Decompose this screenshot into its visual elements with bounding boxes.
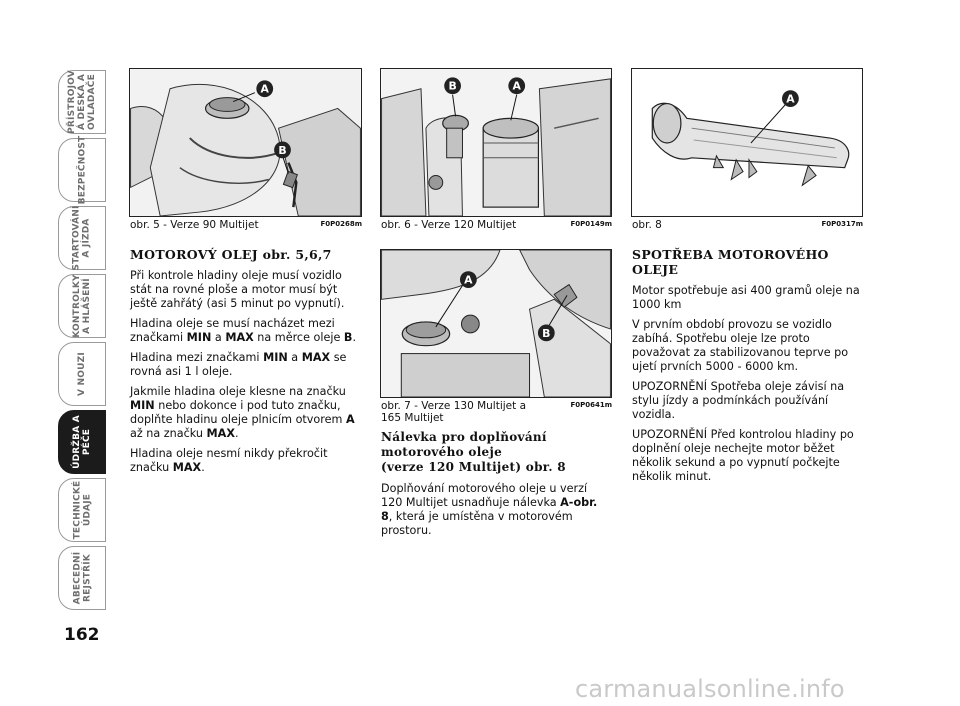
paragraph: Při kontrole hladiny oleje musí vozidlo … bbox=[130, 269, 345, 310]
callout-a: A bbox=[464, 274, 473, 287]
callout-a: A bbox=[786, 93, 795, 106]
caption-text: obr. 5 - Verze 90 Multijet bbox=[130, 219, 259, 231]
caption-line-2: 165 Multijet bbox=[381, 412, 444, 424]
paragraph: Hladina oleje nesmí nikdy překročit znač… bbox=[130, 447, 328, 474]
tab-bezpecnost[interactable]: BEZPEČNOST bbox=[58, 135, 106, 205]
callout-b: B bbox=[448, 80, 456, 93]
callout-b: B bbox=[278, 144, 286, 157]
page-number: 162 bbox=[64, 625, 100, 645]
figure-engine-120-multijet: B A bbox=[380, 68, 612, 217]
section-heading: MOTOROVÝ OLEJ obr. 5,6,7 bbox=[130, 247, 332, 262]
figure-code: F0P0149m bbox=[570, 220, 612, 228]
tab-pristrojova-deska[interactable]: PŘÍSTROJOV Á DESKA A OVLADAČE bbox=[58, 70, 106, 134]
tab-kontrolky[interactable]: KONTROLKY A HLÁŠENÍ bbox=[58, 274, 106, 338]
figure-code: F0P0268m bbox=[320, 220, 362, 228]
paragraph: Motor spotřebuje asi 400 gramů oleje na … bbox=[632, 284, 860, 311]
tab-label: TECHNICKÉ ÚDAJE bbox=[72, 480, 92, 540]
callout-a: A bbox=[261, 83, 270, 96]
figure-oil-funnel: A bbox=[631, 68, 863, 217]
tab-startovani[interactable]: STARTOVÁNÍ A JÍZDA bbox=[58, 205, 106, 271]
callout-b: B bbox=[542, 327, 550, 340]
engine-illustration-6: B A bbox=[381, 69, 611, 216]
tab-label: STARTOVÁNÍ A JÍZDA bbox=[72, 205, 93, 271]
figure-code: F0P0317m bbox=[821, 220, 863, 228]
figure-code: F0P0641m bbox=[570, 401, 612, 409]
caption-line-1: obr. 7 - Verze 130 Multijet a bbox=[381, 400, 527, 412]
paragraph: UPOZORNĚNÍ Před kontrolou hladiny po dop… bbox=[632, 428, 854, 483]
paragraph: UPOZORNĚNÍ Spotřeba oleje závisí na styl… bbox=[632, 380, 845, 421]
tab-label: ÚDRŽBA A PÉČE bbox=[72, 415, 93, 469]
tab-label: PŘÍSTROJOV Á DESKA A OVLADAČE bbox=[67, 70, 97, 134]
paragraph: Hladina oleje se musí nacházet mezi znač… bbox=[130, 317, 356, 344]
figure-caption-6: obr. 6 - Verze 120 Multijet F0P0149m bbox=[381, 219, 612, 231]
tab-abecedni-rejstrik[interactable]: ABECEDNÍ REJSTŘÍK bbox=[58, 546, 106, 610]
tab-udrzba-active[interactable]: ÚDRŽBA A PÉČE bbox=[58, 410, 106, 474]
callout-a: A bbox=[513, 80, 522, 93]
paragraph: Jakmile hladina oleje klesne na značku M… bbox=[130, 385, 355, 440]
paragraph: Hladina mezi značkami MIN a MAX se rovná… bbox=[130, 351, 347, 378]
figure-engine-90-multijet: A B bbox=[129, 68, 362, 217]
caption-text: obr. 8 bbox=[632, 219, 662, 231]
tab-v-nouzi[interactable]: V NOUZI bbox=[58, 342, 106, 406]
paragraph: Doplňování motorového oleje u verzí 120 … bbox=[381, 482, 598, 537]
watermark: carmanualsonline.info bbox=[575, 675, 845, 703]
section-motor-oil: MOTOROVÝ OLEJ obr. 5,6,7 Při kontrole hl… bbox=[130, 247, 362, 481]
tab-label: KONTROLKY A HLÁŠENÍ bbox=[72, 274, 92, 338]
figure-engine-130-165-multijet: A B bbox=[380, 249, 612, 398]
paragraph: V prvním období provozu se vozidlo zabíh… bbox=[632, 318, 849, 373]
engine-illustration-7: A B bbox=[381, 250, 611, 397]
tab-technicke-udaje[interactable]: TECHNICKÉ ÚDAJE bbox=[58, 478, 106, 542]
tab-label: ABECEDNÍ REJSTŘÍK bbox=[72, 551, 92, 605]
tab-label: BEZPEČNOST bbox=[77, 135, 87, 205]
tab-label: V NOUZI bbox=[77, 352, 87, 396]
figure-caption-5: obr. 5 - Verze 90 Multijet F0P0268m bbox=[130, 219, 362, 231]
caption-text: obr. 6 - Verze 120 Multijet bbox=[381, 219, 517, 231]
engine-illustration-5: A B bbox=[130, 69, 361, 216]
figure-caption-8: obr. 8 F0P0317m bbox=[632, 219, 863, 231]
funnel-illustration: A bbox=[632, 69, 862, 216]
